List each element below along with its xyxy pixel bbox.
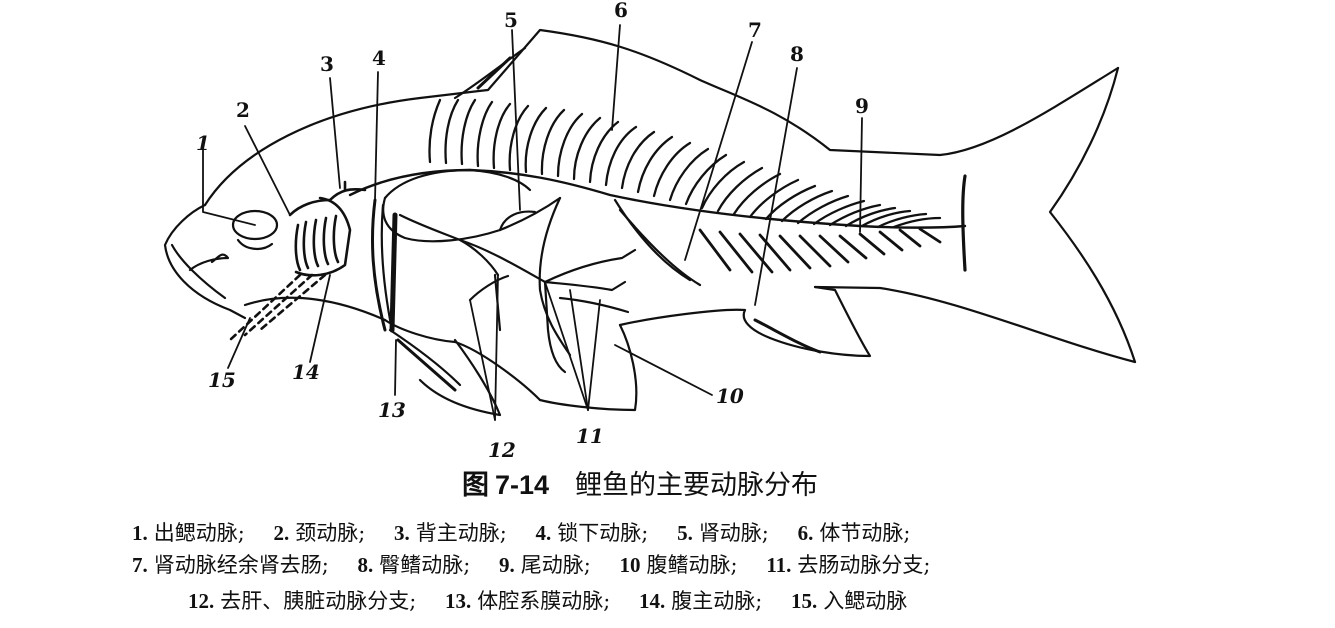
legend-item-8: 8.臀鳍动脉;	[357, 553, 471, 577]
figure-number: 7-14	[495, 470, 550, 500]
legend-item-5: 5.肾动脉;	[677, 521, 769, 545]
legend-item-7: 7.肾动脉经余肾去肠;	[132, 553, 329, 577]
legend-item-14: 14.腹主动脉;	[639, 589, 763, 613]
legend-item-12: 12.去肝、胰脏动脉分支;	[188, 589, 417, 613]
callout-10: 10	[716, 384, 744, 408]
leader-lines	[202, 24, 863, 421]
legend-item-13: 13.体腔系膜动脉;	[445, 589, 611, 613]
callout-13: 13	[378, 398, 406, 422]
legend-item-2: 2.颈动脉;	[273, 521, 366, 545]
callout-6: 6	[614, 0, 628, 22]
eye	[231, 209, 279, 241]
figure-prefix: 图	[462, 470, 489, 501]
legend-item-11: 11.去肠动脉分支;	[766, 553, 931, 577]
gill-arches	[228, 180, 367, 342]
tail-base	[961, 174, 967, 272]
callout-14: 14	[292, 360, 320, 384]
figure-title: 鲤鱼的主要动脉分布	[575, 470, 819, 501]
internal-organs	[382, 168, 702, 357]
callout-3: 3	[320, 52, 334, 76]
callout-15: 15	[208, 368, 236, 392]
legend-item-15: 15.入鳃动脉	[791, 589, 908, 613]
callout-4: 4	[372, 46, 386, 70]
callout-1: 1	[196, 131, 210, 155]
segmental-arteries-upper	[428, 98, 942, 229]
callout-9: 9	[855, 94, 869, 118]
dorsal-aorta	[348, 168, 967, 229]
legend-line-1: 1.出鳃动脉; 2.颈动脉; 3.背主动脉; 4.锁下动脉; 5.肾动脉; 6.…	[132, 518, 932, 548]
segmental-arteries-lower	[698, 227, 942, 274]
legend-item-6: 6.体节动脉;	[797, 521, 911, 545]
callout-8: 8	[790, 42, 804, 66]
legend-item-3: 3.背主动脉;	[394, 521, 507, 545]
callout-11: 11	[576, 424, 604, 448]
callout-2: 2	[236, 98, 250, 122]
legend-item-4: 4.锁下动脉;	[535, 521, 649, 545]
legend-line-3: 12.去肝、胰脏动脉分支; 13.体腔系膜动脉; 14.腹主动脉; 15.入鳃动…	[188, 586, 929, 616]
callout-5: 5	[504, 8, 518, 32]
visceral-arteries	[370, 198, 637, 374]
fish-illustration	[163, 24, 1137, 421]
legend-item-1: 1.出鳃动脉;	[132, 521, 245, 545]
carp-artery-diagram: 1 2 3 4 5 6 7 8 9 10 11 12 13 14 15	[163, 0, 1137, 462]
legend-item-9: 9.尾动脉;	[499, 553, 591, 577]
callout-12: 12	[488, 438, 516, 462]
fish-body-outline	[163, 28, 1137, 417]
callout-7: 7	[748, 18, 762, 42]
